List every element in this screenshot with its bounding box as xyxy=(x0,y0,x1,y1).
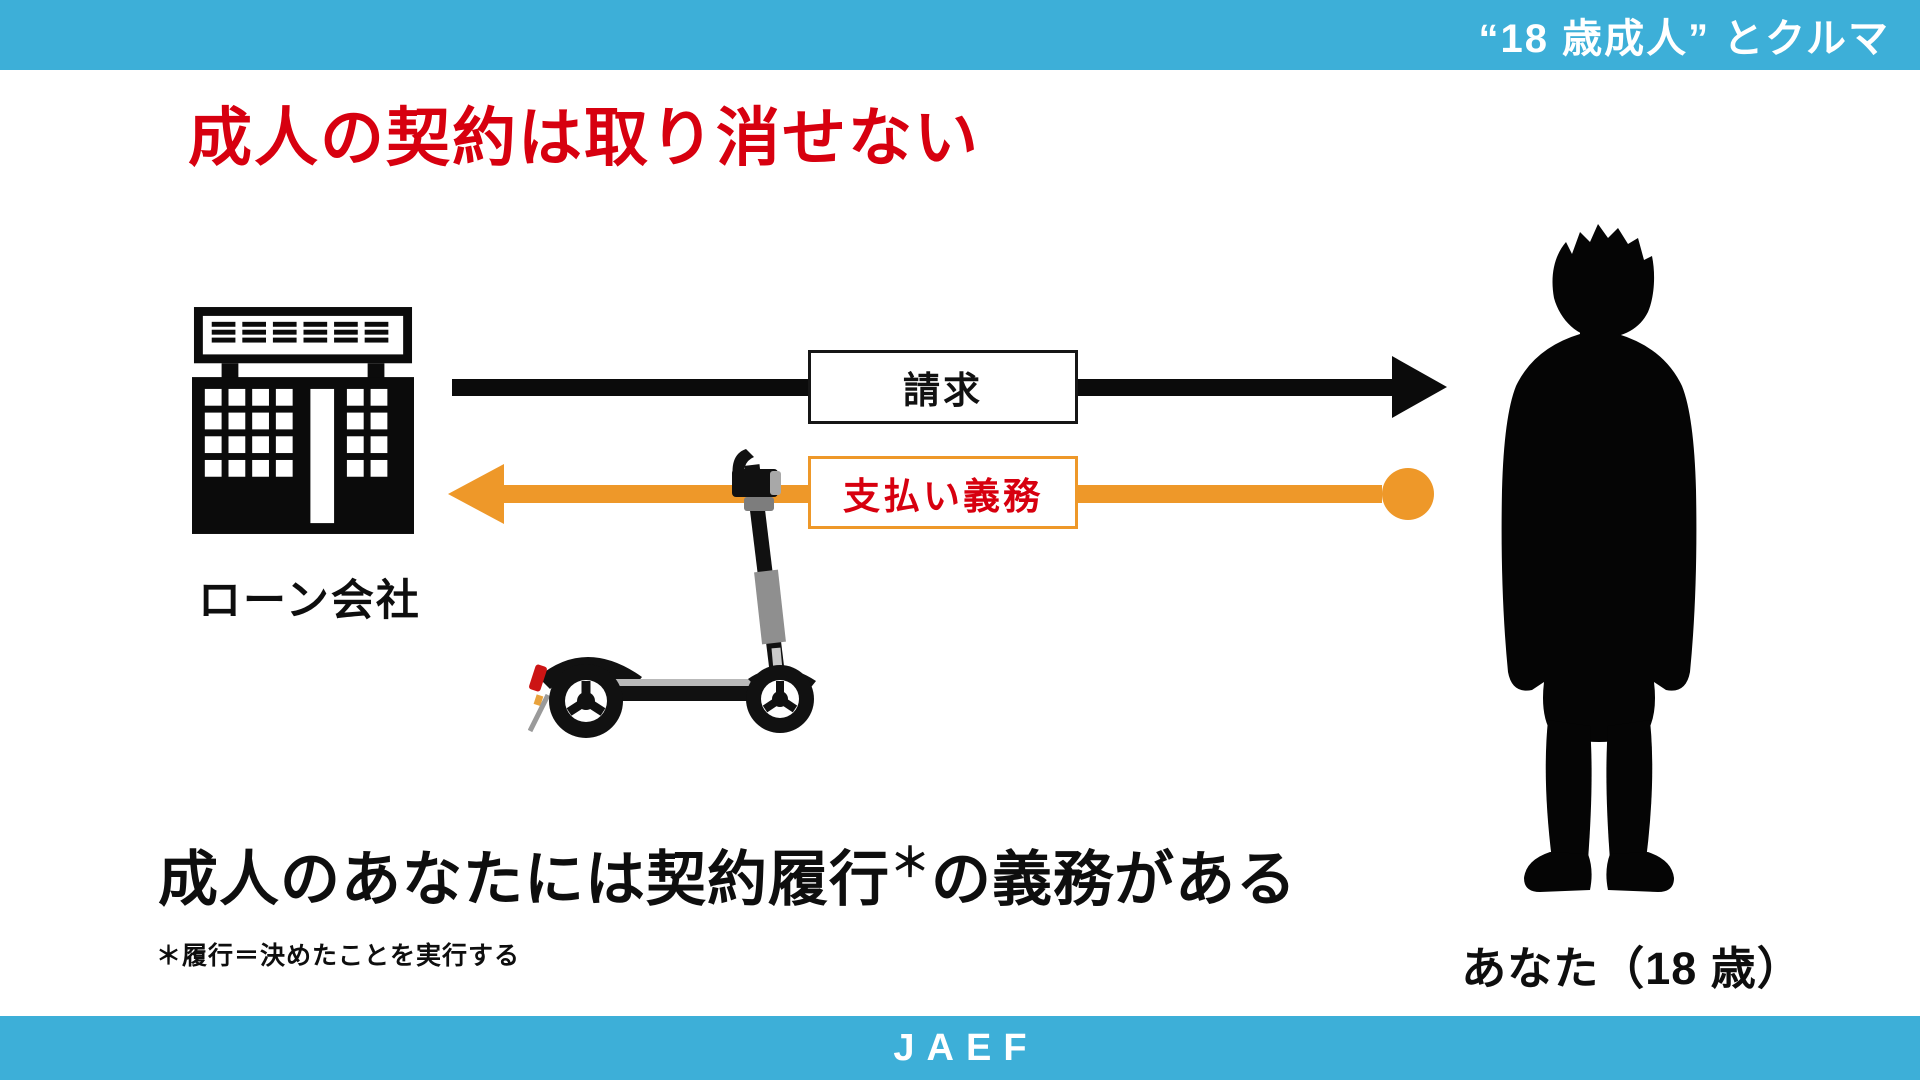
footer-bar: JAEF xyxy=(0,1016,1920,1080)
bottom-heading-pre: 成人のあなたには契約履行 xyxy=(158,846,890,913)
claim-label-box: 請求 xyxy=(808,350,1078,424)
person-silhouette xyxy=(1501,224,1697,892)
top-bar: “18 歳成人” とクルマ xyxy=(0,0,1920,70)
bottom-heading-asterisk: ＊ xyxy=(890,841,931,885)
loan-company-label: ローン会社 xyxy=(198,577,421,625)
series-title: “18 歳成人” とクルマ xyxy=(1478,17,1890,61)
bottom-heading: 成人のあなたには契約履行＊の義務がある xyxy=(158,843,1297,910)
payment-label-box: 支払い義務 xyxy=(808,456,1078,529)
person-label: あなた（18 歳） xyxy=(1461,943,1803,994)
jaef-logo: JAEF xyxy=(893,1026,1039,1069)
footnote: ＊履行＝決めたことを実行する xyxy=(156,942,521,970)
claim-label: 請求 xyxy=(903,370,983,411)
scooter-icon xyxy=(528,449,816,738)
payment-label: 支払い義務 xyxy=(843,475,1043,517)
building-icon xyxy=(192,307,414,534)
bottom-heading-post: の義務がある xyxy=(931,846,1297,913)
page-title: 成人の契約は取り消せない xyxy=(188,102,980,174)
